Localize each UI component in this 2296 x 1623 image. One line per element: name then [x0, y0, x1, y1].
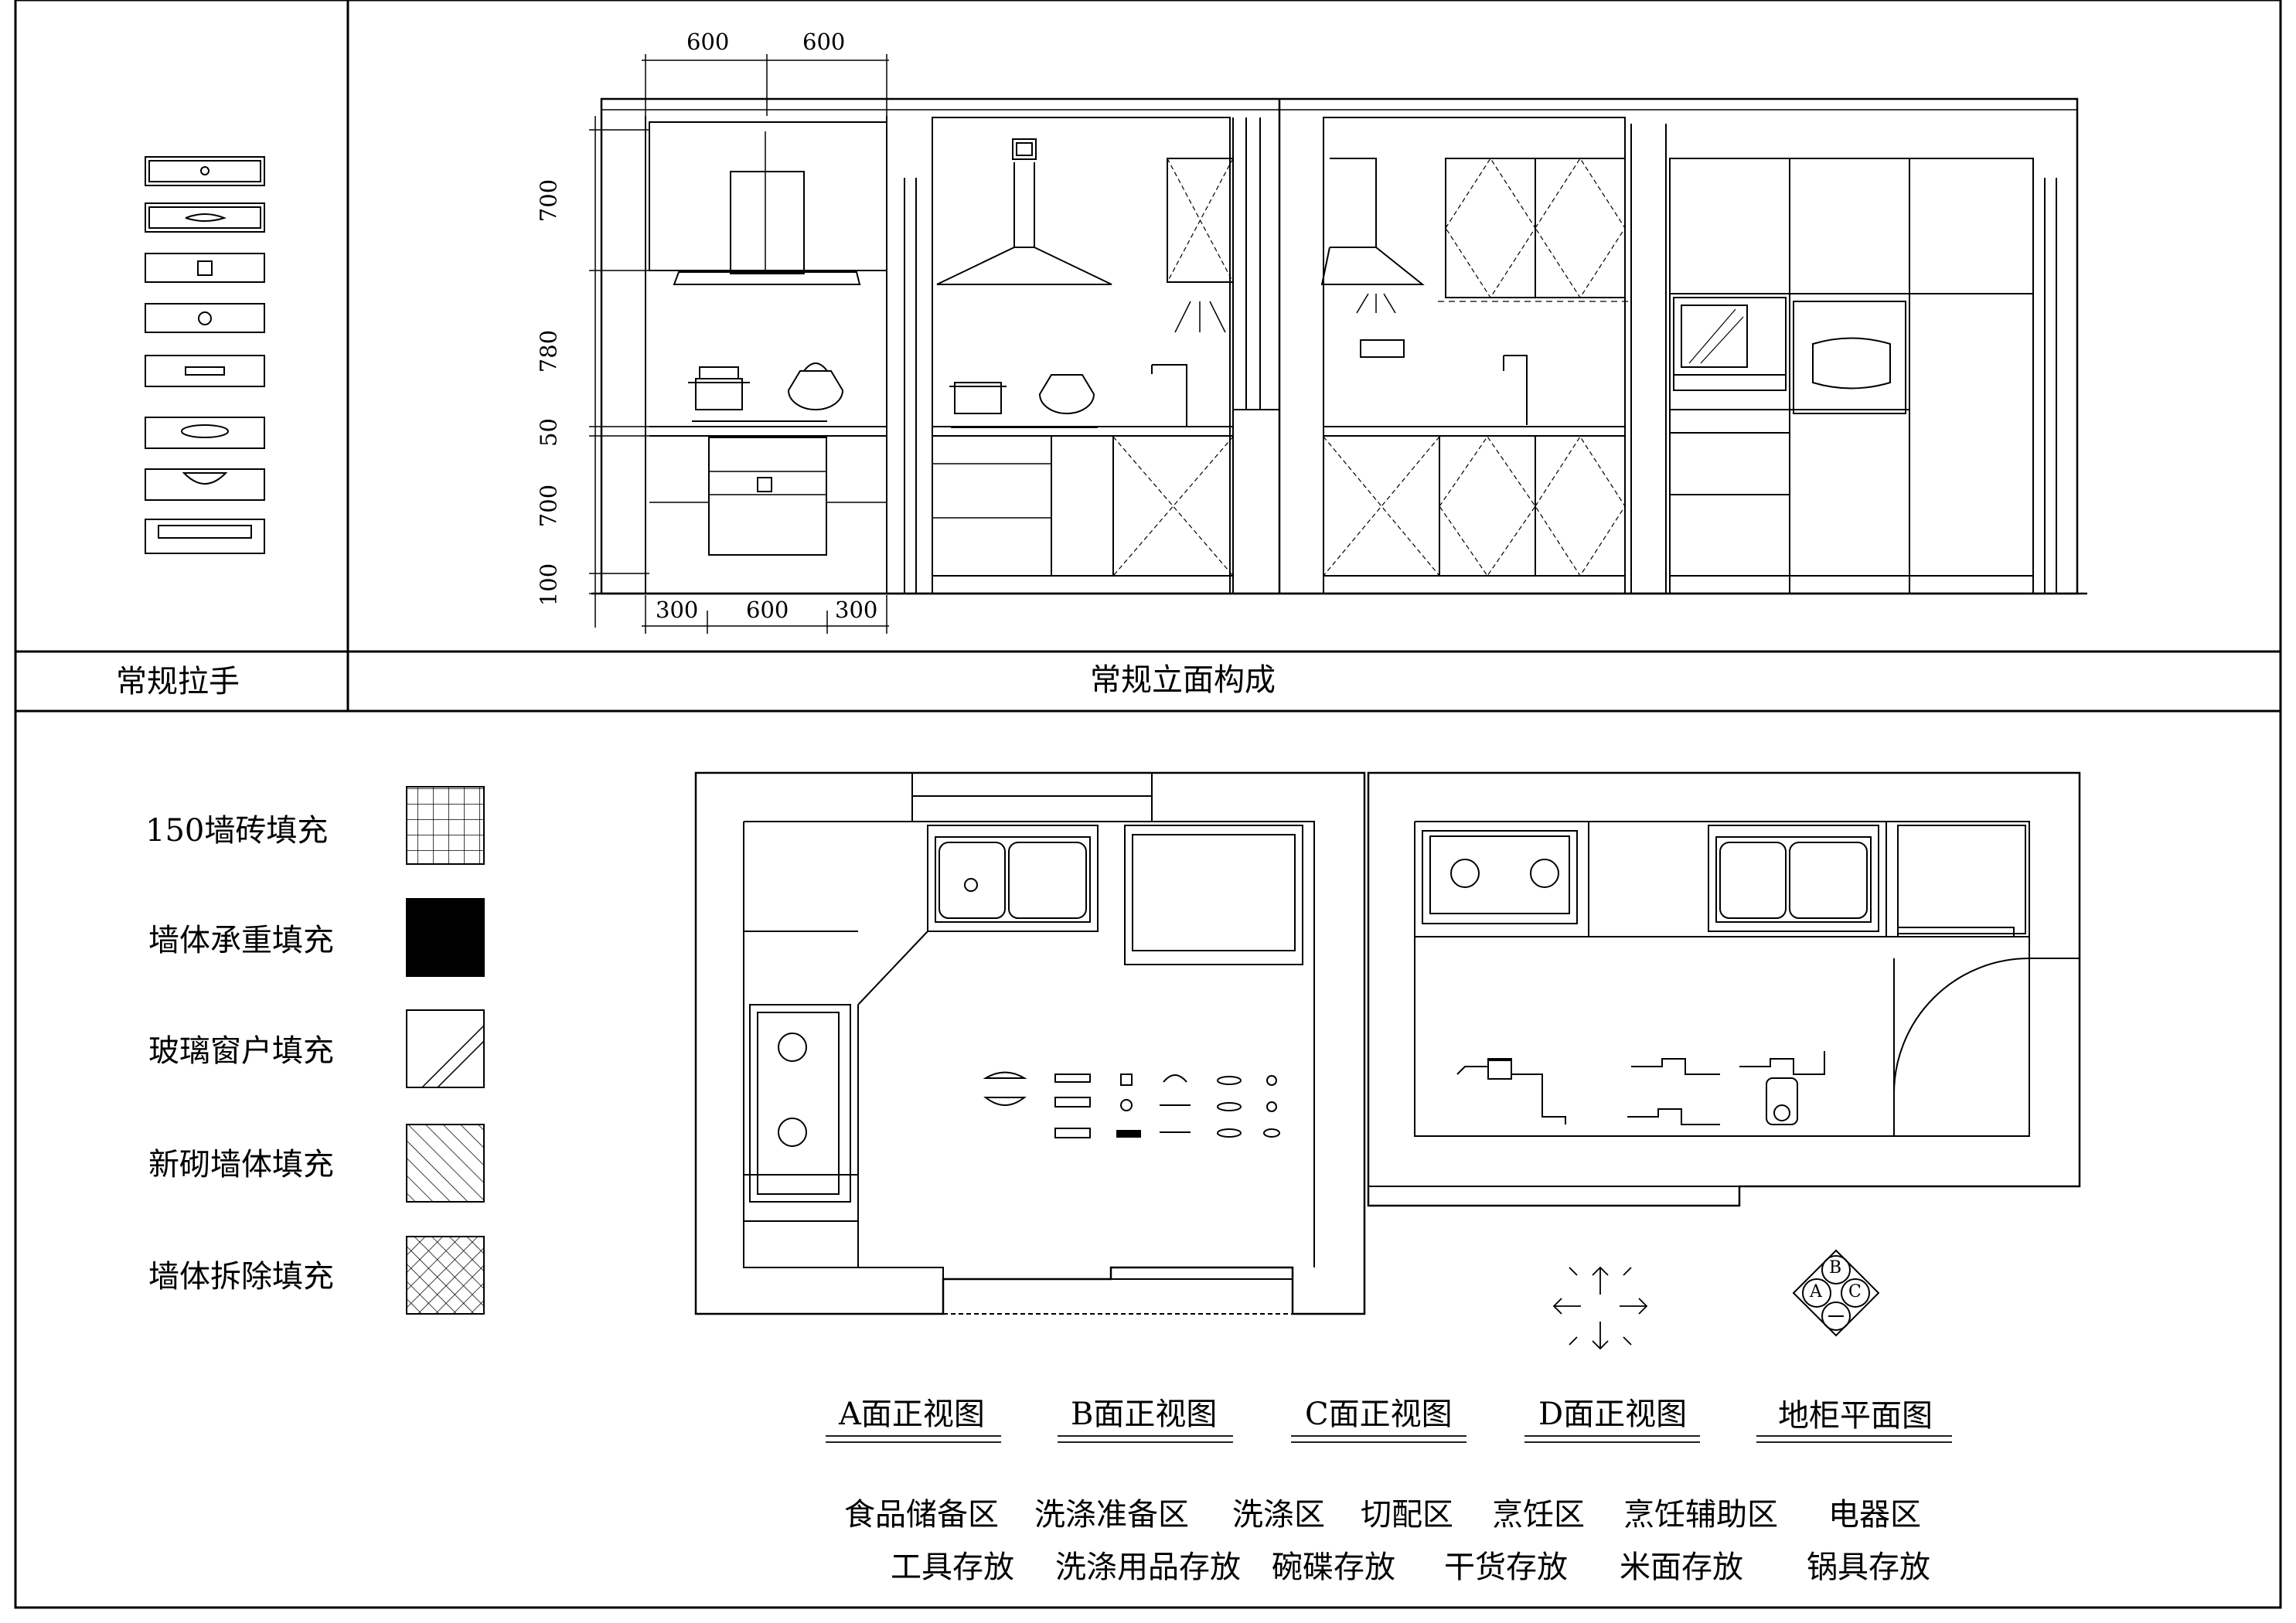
view-compass — [1792, 1249, 1880, 1337]
legend-label-glass-window: 玻璃窗户填充 — [148, 1033, 334, 1069]
storage-cookware: 锅具存放 — [1807, 1550, 1930, 1585]
dim-top-2: 600 — [802, 29, 846, 55]
dim-left-5: 100 — [535, 563, 562, 607]
panel-a — [645, 116, 887, 594]
compass-label-b: B — [1829, 1258, 1842, 1278]
panel-c — [1320, 117, 1631, 594]
pipe-fittings — [1456, 1051, 1825, 1125]
view-title-a: A面正视图 — [839, 1397, 985, 1432]
panel-d — [1630, 124, 2057, 594]
dim-left-1: 700 — [535, 179, 562, 223]
storage-rice-flour: 米面存放 — [1620, 1550, 1743, 1585]
legend-label-bearing-wall: 墙体承重填充 — [148, 923, 334, 958]
dim-left-3: 50 — [535, 418, 562, 447]
compass-label-c: C — [1848, 1282, 1862, 1301]
dim-top-1: 600 — [686, 29, 730, 55]
zone-wash-prep: 洗涤准备区 — [1034, 1497, 1189, 1533]
legend-label-tile: 150墙砖填充 — [145, 813, 329, 849]
zone-washing: 洗涤区 — [1232, 1497, 1325, 1533]
dim-left-2: 780 — [535, 329, 562, 373]
dim-bottom-1: 300 — [656, 597, 699, 623]
storage-dishes: 碗碟存放 — [1272, 1550, 1395, 1585]
dim-bottom-3: 300 — [835, 597, 878, 623]
handle-icons-grid — [983, 1071, 1280, 1138]
zone-cooking-aux: 烹饪辅助区 — [1623, 1497, 1778, 1533]
elevation-drawing — [589, 54, 2087, 634]
view-title-floor-plan: 地柜平面图 — [1778, 1398, 1933, 1434]
zone-food-storage: 食品储备区 — [844, 1497, 999, 1533]
view-title-d: D面正视图 — [1538, 1397, 1688, 1432]
floor-plan — [694, 771, 2081, 1315]
compass-label-a: A — [1810, 1282, 1822, 1301]
zone-cooking: 烹饪区 — [1492, 1497, 1585, 1533]
view-title-b: B面正视图 — [1071, 1397, 1218, 1432]
view-title-underlines — [826, 1435, 1952, 1443]
elevation-section-title: 常规立面构成 — [1090, 662, 1276, 698]
zone-cutting: 切配区 — [1361, 1497, 1453, 1533]
legend-swatches — [406, 786, 485, 1315]
storage-tools: 工具存放 — [891, 1550, 1014, 1585]
handle-library — [145, 156, 265, 554]
sheet-frame — [14, 0, 2282, 1609]
dim-left-4: 700 — [535, 484, 562, 528]
dim-bottom-2: 600 — [746, 597, 789, 623]
storage-detergent: 洗涤用品存放 — [1055, 1550, 1241, 1585]
panel-b — [904, 117, 1279, 594]
zone-appliances: 电器区 — [1828, 1497, 1921, 1533]
storage-dry-goods: 干货存放 — [1444, 1550, 1568, 1585]
view-title-c: C面正视图 — [1305, 1397, 1453, 1432]
legend-label-demolish-wall: 墙体拆除填充 — [148, 1259, 334, 1295]
legend-label-new-wall: 新砌墙体填充 — [148, 1147, 334, 1182]
direction-arrows — [1552, 1266, 1648, 1350]
handles-section-title: 常规拉手 — [116, 664, 240, 699]
